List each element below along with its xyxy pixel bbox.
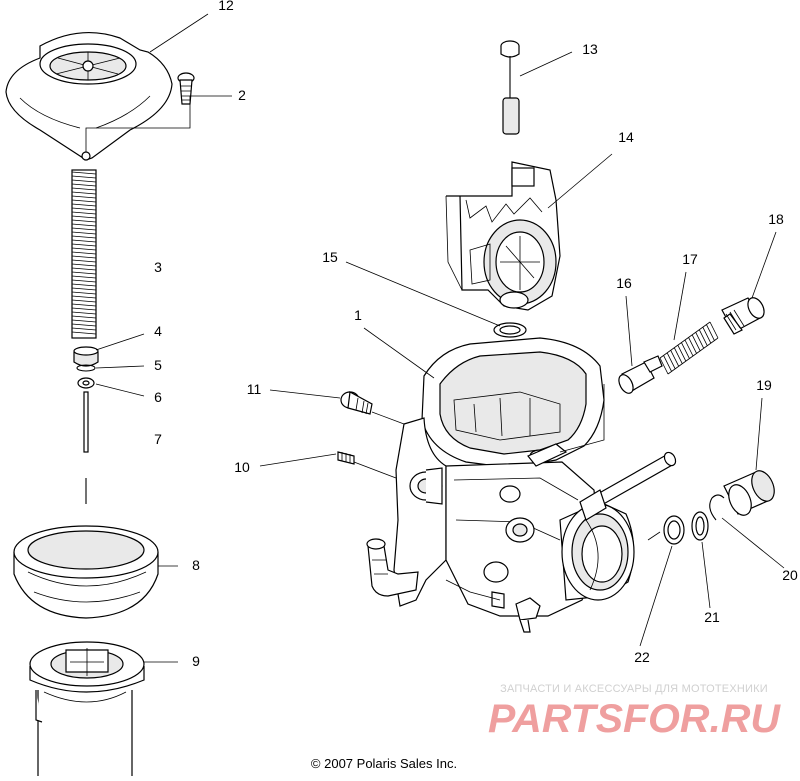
callout-19: 19 [756,377,772,393]
callout-9: 9 [192,653,200,669]
callout-20: 20 [782,567,798,583]
callout-4: 4 [154,323,162,339]
part-diaphragm [13,525,159,619]
callout-15: 15 [322,249,338,265]
part-cap-19 [723,470,775,516]
callout-13: 13 [582,41,598,57]
part-carb-body [366,337,635,633]
part-adjuster [721,297,765,335]
callout-5: 5 [154,357,162,373]
part-screw-11 [340,391,373,415]
watermark: ЗАПЧАСТИ И АКСЕССУАРЫ ДЛЯ МОТОТЕХНИКИ PA… [488,683,781,741]
watermark-subtitle: ЗАПЧАСТИ И АКСЕССУАРЫ ДЛЯ МОТОТЕХНИКИ [500,683,768,695]
part-plunger [618,355,663,394]
callout-12: 12 [218,0,234,13]
callout-6: 6 [154,389,162,405]
part-needle [83,391,89,504]
part-retainer [73,346,99,367]
callout-21: 21 [704,609,720,625]
callout-1: 1 [354,307,362,323]
callout-7: 7 [154,431,162,447]
callout-3: 3 [154,259,162,275]
watermark-logo: PARTSFOR.RU [488,697,781,741]
part-top-nut [500,40,520,135]
part-throttle-housing [445,161,561,311]
part-oring-15 [493,322,527,338]
part-spring-17 [659,321,719,375]
callout-labels: 12 2 3 4 5 6 7 8 9 13 14 15 1 11 10 16 1… [154,0,798,669]
part-clip-20 [709,494,725,521]
part-washer [77,377,95,389]
part-piston [29,641,145,776]
callout-16: 16 [616,275,632,291]
leader-lines [85,13,785,663]
part-clip [76,364,96,372]
callout-11: 11 [247,381,262,397]
callout-17: 17 [682,251,698,267]
part-oring-21 [691,511,709,541]
part-washer-22 [663,515,685,545]
part-cap [5,31,173,161]
part-spring [71,169,97,339]
callout-14: 14 [618,129,634,145]
callout-10: 10 [234,459,250,475]
callout-18: 18 [768,211,784,227]
callout-2: 2 [238,87,246,103]
copyright-text: © 2007 Polaris Sales Inc. [311,756,457,771]
part-screw-10 [337,451,355,465]
part-shaft [579,451,677,521]
part-screw [177,72,195,105]
callout-22: 22 [634,649,650,665]
callout-8: 8 [192,557,200,573]
